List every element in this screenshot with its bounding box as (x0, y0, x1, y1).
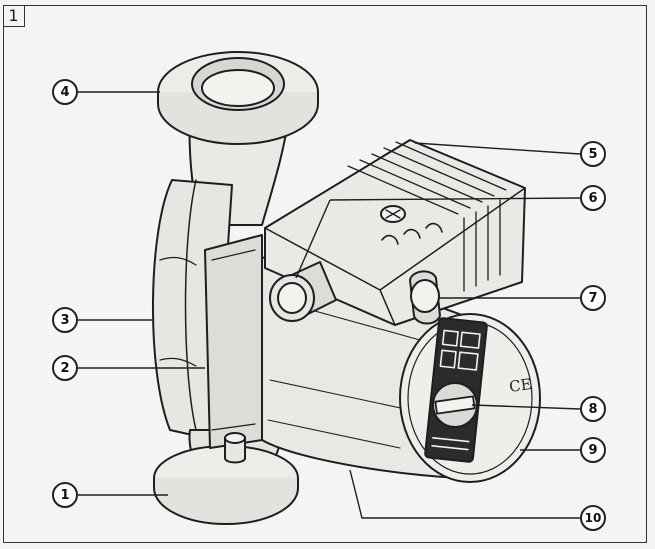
callout-1: 1 (52, 482, 78, 508)
leader-5 (414, 142, 581, 155)
callout-3: 3 (52, 307, 78, 333)
callout-9: 9 (580, 437, 606, 463)
ce-mark: CE (508, 375, 533, 396)
leader-6 (329, 197, 581, 201)
callout-10: 10 (580, 505, 606, 531)
callout-7: 7 (580, 285, 606, 311)
callout-6: 6 (580, 185, 606, 211)
figure-frame (3, 5, 647, 543)
callout-8: 8 (580, 396, 606, 422)
figure-number: 1 (3, 5, 25, 27)
leader-8 (471, 404, 581, 410)
leader-10 (349, 469, 580, 519)
callout-5: 5 (580, 141, 606, 167)
terminal-box (264, 139, 526, 326)
callout-4: 4 (52, 79, 78, 105)
callout-2: 2 (52, 355, 78, 381)
leader-6b (295, 199, 331, 279)
